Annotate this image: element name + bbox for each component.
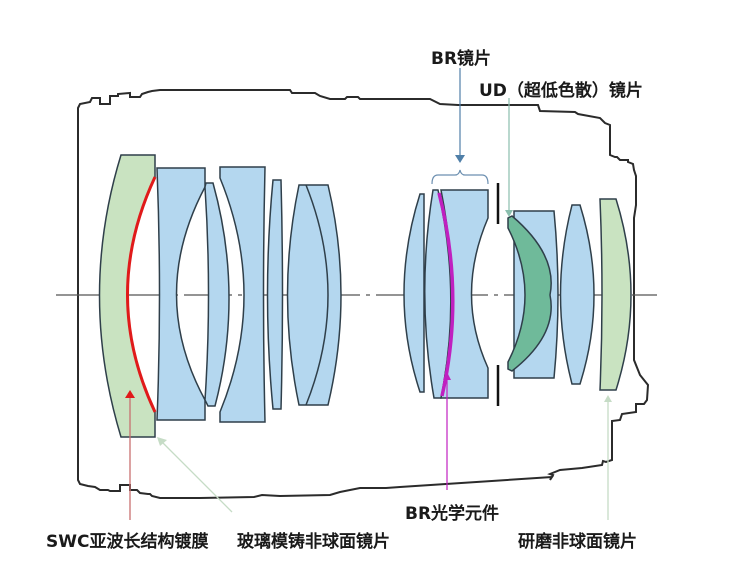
br-arrow-head bbox=[455, 155, 465, 163]
lens-element-8 bbox=[403, 193, 425, 393]
label-swc-coating: SWC亚波长结构镀膜 bbox=[46, 532, 209, 552]
swc-arrow-head bbox=[125, 390, 135, 398]
lens-element-doublet-front bbox=[286, 184, 342, 406]
br-element-arrow-head bbox=[443, 372, 451, 380]
lens-element-11 bbox=[559, 204, 595, 385]
br-bracket bbox=[431, 169, 489, 185]
molded-arrow-head bbox=[157, 437, 167, 446]
lens-element-ud bbox=[507, 215, 552, 372]
label-br-lens: BR镜片 bbox=[431, 49, 492, 69]
label-ud-lens: UD（超低色散）镜片 bbox=[479, 81, 643, 101]
ground-arrow-head bbox=[604, 395, 612, 402]
molded-arrow-line bbox=[159, 439, 233, 513]
lens-housing-outline bbox=[77, 89, 650, 499]
label-glass-molded-aspherical: 玻璃模铸非球面镜片 bbox=[237, 532, 390, 552]
lens-element-glass-molded-aspherical bbox=[219, 166, 266, 423]
lens-element-2 bbox=[156, 167, 206, 421]
lens-element-doublet-rear bbox=[305, 184, 329, 406]
label-ground-aspherical: 研磨非球面镜片 bbox=[518, 532, 637, 552]
lens-element-ground-aspherical bbox=[599, 198, 632, 391]
ud-arrow-head bbox=[505, 210, 513, 217]
br-optical-element-layer bbox=[437, 192, 455, 397]
lens-element-3 bbox=[204, 182, 230, 407]
label-br-optical-element: BR光学元件 bbox=[405, 504, 500, 524]
swc-coating-layer bbox=[126, 176, 157, 413]
lens-element-5 bbox=[266, 179, 284, 410]
